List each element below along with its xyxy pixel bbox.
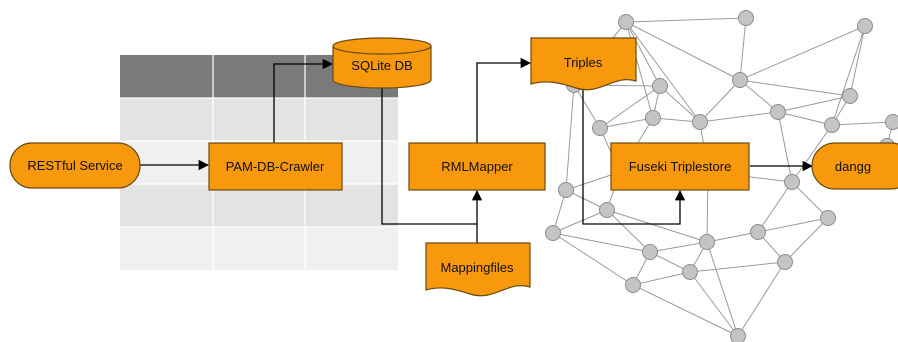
graph-node <box>645 110 661 126</box>
graph-node <box>592 120 608 136</box>
graph-node <box>730 328 746 342</box>
graph-node <box>738 10 754 26</box>
triples-node[interactable]: Triples <box>530 37 637 91</box>
graph-node <box>784 174 800 190</box>
graph-edge <box>632 271 691 286</box>
graph-node <box>885 114 898 130</box>
graph-node <box>625 277 641 293</box>
graph-edge <box>689 261 786 273</box>
graph-edge <box>831 25 866 126</box>
graph-edge <box>699 79 741 123</box>
graph-edge <box>777 111 833 126</box>
graph-edge <box>599 117 654 129</box>
sqlite-db-node[interactable]: SQLite DB <box>332 37 432 89</box>
fuseki-label: Fuseki Triplestore <box>629 159 732 174</box>
rml-mapper-node[interactable]: RMLMapper <box>408 142 546 191</box>
graph-node <box>692 114 708 130</box>
graph-edge <box>757 181 793 233</box>
restful-service-node[interactable]: RESTful Service <box>9 142 141 189</box>
graph-node <box>824 117 840 133</box>
graph-node <box>682 264 698 280</box>
graph-edge <box>625 21 741 81</box>
graph-edge <box>552 232 651 253</box>
graph-node <box>545 225 561 241</box>
graph-node <box>699 234 715 250</box>
crawler-label: PAM-DB-Crawler <box>226 159 325 174</box>
sqlite-db-label: SQLite DB <box>351 58 412 73</box>
graph-edge <box>659 85 701 123</box>
graph-edge <box>699 111 779 123</box>
graph-edge <box>632 284 739 337</box>
graph-node <box>642 244 658 260</box>
arrow-crawler-to-sqlite <box>273 58 334 145</box>
graph-node <box>857 18 873 34</box>
rml-mapper-label: RMLMapper <box>441 159 513 174</box>
graph-edge <box>777 95 851 113</box>
graph-node <box>652 78 668 94</box>
graph-node <box>618 14 634 30</box>
arrow-rmlmapper-to-triples <box>476 57 532 143</box>
graph-edge <box>565 84 575 191</box>
graph-edge <box>649 241 708 253</box>
graph-node <box>820 210 836 226</box>
graph-edge <box>849 25 866 97</box>
graph-node <box>558 182 574 198</box>
mappingfiles-node[interactable]: Mappingfiles <box>425 242 531 297</box>
graph-edge <box>625 21 701 123</box>
graph-edge <box>606 209 708 243</box>
graph-edge <box>739 25 866 81</box>
graph-node <box>777 254 793 270</box>
graph-edge <box>791 181 829 219</box>
graph-edge <box>625 21 661 87</box>
graph-edge <box>706 241 739 337</box>
graph-edge <box>737 261 786 337</box>
graph-edge <box>777 111 793 183</box>
triples-label: Triples <box>564 55 603 70</box>
graph-edge <box>606 209 651 253</box>
connectors <box>140 57 814 243</box>
fuseki-node[interactable]: Fuseki Triplestore <box>610 142 750 191</box>
arrow-triples-to-fuseki <box>582 80 686 225</box>
graph-edge <box>739 17 747 81</box>
graph-edge <box>791 124 833 183</box>
graph-edge <box>689 271 739 337</box>
table-row-light <box>120 227 398 270</box>
graph-edge <box>552 232 634 286</box>
graph-node <box>770 104 786 120</box>
crawler-node[interactable]: PAM-DB-Crawler <box>208 142 343 191</box>
graph-node <box>732 72 748 88</box>
graph-edge <box>599 85 661 129</box>
graph-edge <box>757 217 829 233</box>
arrow-sqlite-to-rmlmapper <box>381 88 483 225</box>
graph-edge <box>739 79 851 97</box>
graph-edge <box>573 84 601 129</box>
graph-node <box>842 88 858 104</box>
graph-edge <box>552 209 608 234</box>
graph-edge <box>831 121 894 126</box>
mappingfiles-label: Mappingfiles <box>441 260 514 275</box>
graph-edge <box>706 231 759 243</box>
graph-edge <box>625 17 747 23</box>
dangg-node[interactable]: dangg <box>811 142 898 190</box>
graph-edge <box>784 217 829 263</box>
dangg-label: dangg <box>835 159 871 174</box>
graph-node <box>750 224 766 240</box>
restful-service-label: RESTful Service <box>27 158 122 173</box>
graph-edge <box>739 79 779 113</box>
graph-node <box>599 202 615 218</box>
